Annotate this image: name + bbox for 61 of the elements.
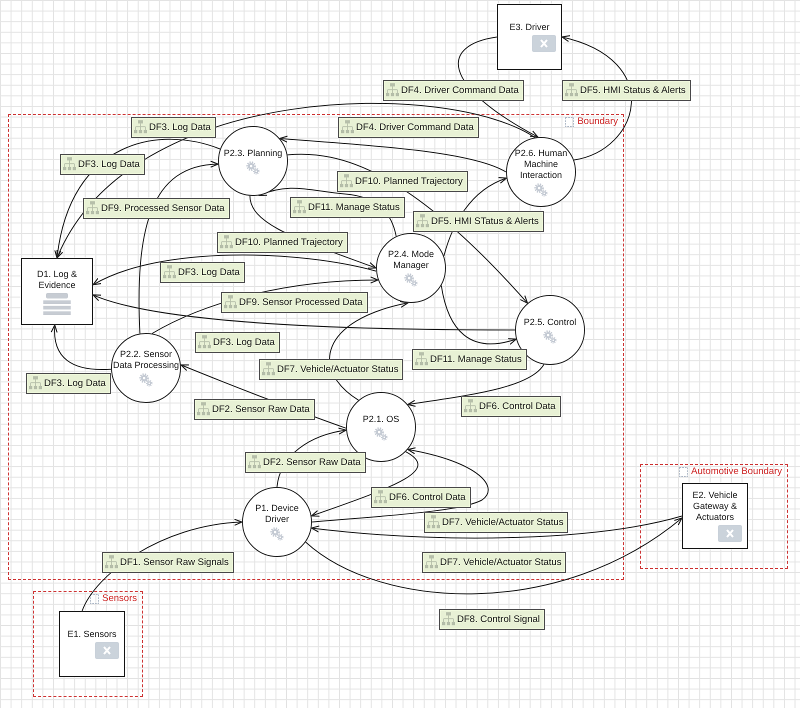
edge-label: DF8. Control Signal xyxy=(457,614,540,626)
edge-label: DF7. Vehicle/Actuator Status xyxy=(442,516,564,528)
process-label: P2.2. Sensor Data Processing xyxy=(112,349,180,371)
edge-label: DF9. Sensor Processed Data xyxy=(239,296,363,308)
external-entity-box xyxy=(497,4,562,70)
entity-label: E2. Vehicle Gateway & Actuators xyxy=(691,490,739,523)
process-circle xyxy=(218,126,288,196)
edge-label: DF4. Driver Command Data xyxy=(401,84,519,96)
data-flow-arrow xyxy=(561,36,632,160)
entity-label: E1. Sensors xyxy=(67,629,117,640)
process-label: P1. Device Driver xyxy=(254,503,300,525)
edge-label: DF2. Sensor Raw Data xyxy=(263,456,361,468)
data-flow-arrow xyxy=(407,364,544,407)
data-flow-arrow xyxy=(310,451,418,517)
entity-label: E3. Driver xyxy=(509,22,550,33)
store-label: D1. Log & Evidence xyxy=(36,268,78,290)
process-label: P2.1. OS xyxy=(362,414,400,424)
external-entity-box xyxy=(682,483,748,549)
process-label: P2.3. Planning xyxy=(224,148,282,158)
data-flow-arrow xyxy=(51,324,112,370)
data-flow-arrow xyxy=(92,254,377,286)
process-label: P2.5. Control xyxy=(524,316,576,328)
boundary-label: Sensors xyxy=(102,593,137,605)
edge-label: DF3. Log Data xyxy=(44,378,106,390)
trust-boundary xyxy=(33,591,143,697)
data-store-box xyxy=(21,258,93,325)
data-flow-arrow xyxy=(440,285,517,345)
data-flow-arrow xyxy=(312,447,489,522)
data-flow-arrow xyxy=(310,516,682,539)
process-circle xyxy=(376,233,446,303)
edge-label: DF7. Vehicle/Actuator Status xyxy=(277,364,398,376)
boundary-label: Automotive Boundary xyxy=(691,466,782,478)
edge-label: DF5. HMI Status & Alerts xyxy=(580,84,686,96)
process-label: P2.4. Mode Manager xyxy=(386,249,436,271)
edge-label: DF6. Control Data xyxy=(479,400,556,412)
edge-label: DF4. Driver Command Data xyxy=(356,122,474,134)
data-flow-arrow xyxy=(305,517,683,594)
data-flow-arrow xyxy=(138,161,219,334)
data-flow-arrow xyxy=(279,136,506,172)
edge-label: DF11. Manage Status xyxy=(308,202,400,214)
data-flow-arrow xyxy=(92,294,516,330)
process-circle xyxy=(111,333,181,403)
edge-label: DF9. Processed Sensor Data xyxy=(101,202,225,214)
edge-label: DF5. HMI STatus & Alerts xyxy=(431,216,539,228)
edge-label: DF1. Sensor Raw Signals xyxy=(120,556,229,568)
edge-label: DF10. Planned Trajectory xyxy=(235,236,343,248)
process-label: P2.6. Human Machine Interaction xyxy=(514,148,568,180)
edge-label: DF3. Log Data xyxy=(178,266,240,278)
edge-label: DF3. Log Data xyxy=(149,122,211,134)
process-circle xyxy=(506,137,576,207)
edge-label: DF3. Log Data xyxy=(213,336,275,348)
trust-boundary xyxy=(640,464,788,569)
boundary-label: Boundary xyxy=(577,116,618,128)
process-circle xyxy=(242,487,312,557)
edge-label: DF11. Manage Status xyxy=(430,354,522,366)
edge-label: DF6. Control Data xyxy=(389,492,466,504)
edge-label: DF7. Vehicle/Actuator Status xyxy=(440,556,562,568)
external-entity-box xyxy=(59,611,125,677)
edge-label: DF10. Planned Trajectory xyxy=(355,176,463,188)
edge-label: DF2. Sensor Raw Data xyxy=(212,404,310,416)
edge-label: DF3. Log Data xyxy=(78,158,140,170)
